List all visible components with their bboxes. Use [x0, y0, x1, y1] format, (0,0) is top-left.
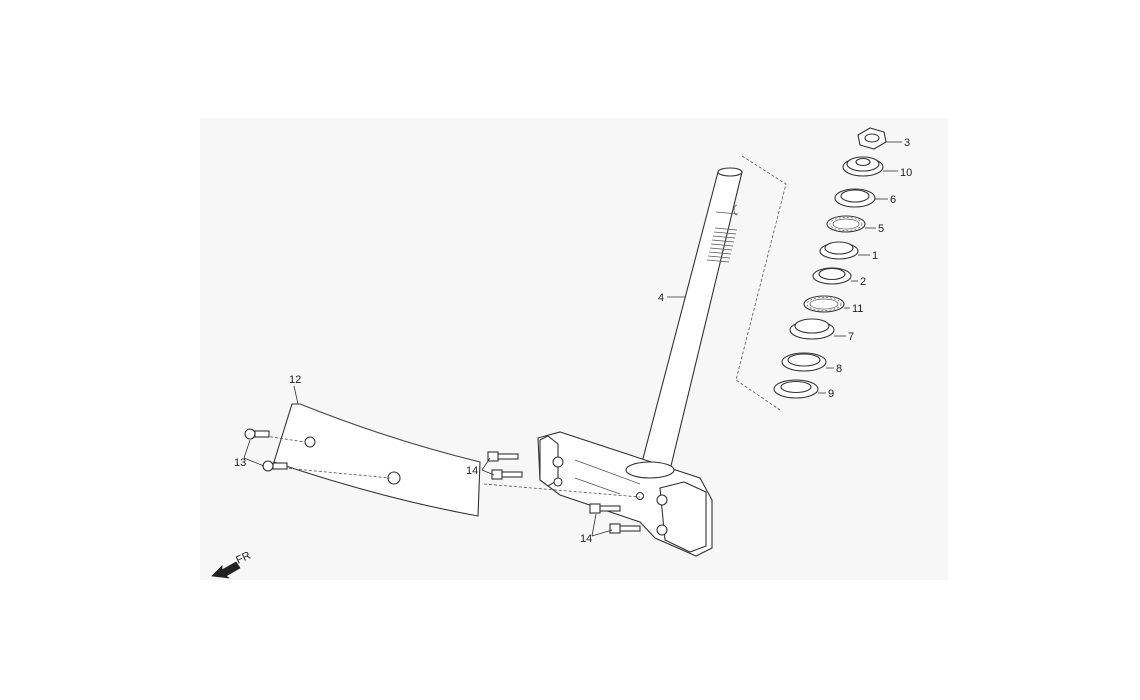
label-part-14-upper: 14: [466, 465, 478, 477]
bridge-bolt-lower-2: [609, 523, 641, 534]
label-part-14-lower: 14: [580, 533, 592, 545]
bridge-bolt-upper-2: [491, 469, 523, 480]
label-part-3: 3: [904, 137, 910, 149]
front-direction-indicator: FR: [211, 550, 253, 579]
bottom-bridge: [483, 431, 713, 557]
front-cover: [264, 403, 481, 517]
upper-ball-bearing: [826, 215, 866, 233]
washer: [773, 379, 819, 399]
bottom-cone-race: [789, 318, 835, 340]
label-part-6: 6: [890, 194, 896, 206]
bearing-stack: [735, 127, 887, 411]
upper-race: [819, 241, 859, 260]
front-direction-label: FR: [234, 550, 252, 567]
adjusting-nut: [842, 156, 884, 177]
label-part-4: 4: [658, 292, 664, 304]
label-part-9: 9: [828, 388, 834, 400]
part-labels: 3 10 6 5 1 2 11 7 8 9 4 12 13 14 14: [234, 137, 912, 545]
front-arrow-icon: [211, 561, 241, 579]
label-part-1: 1: [872, 250, 878, 262]
lower-ball-bearing: [803, 295, 845, 313]
cover-screw-lower: [262, 460, 288, 472]
cover-screw-upper: [244, 428, 270, 440]
label-part-2: 2: [860, 276, 866, 288]
bridge-bolt-upper-1: [487, 451, 519, 462]
top-cone-race: [834, 188, 876, 208]
lock-nut: [857, 127, 887, 150]
label-part-7: 7: [848, 331, 854, 343]
bridge-bolt-lower-1: [589, 503, 621, 514]
lower-race: [812, 267, 852, 285]
label-part-12: 12: [289, 374, 301, 386]
label-part-10: 10: [900, 167, 912, 179]
diagram-panel: [200, 118, 948, 580]
steering-stem: [639, 167, 743, 471]
label-part-11: 11: [852, 303, 863, 315]
dust-seal: [781, 352, 827, 372]
label-part-13: 13: [234, 457, 246, 469]
label-part-5: 5: [878, 223, 884, 235]
leader-lines: [243, 141, 902, 537]
label-part-8: 8: [836, 363, 842, 375]
